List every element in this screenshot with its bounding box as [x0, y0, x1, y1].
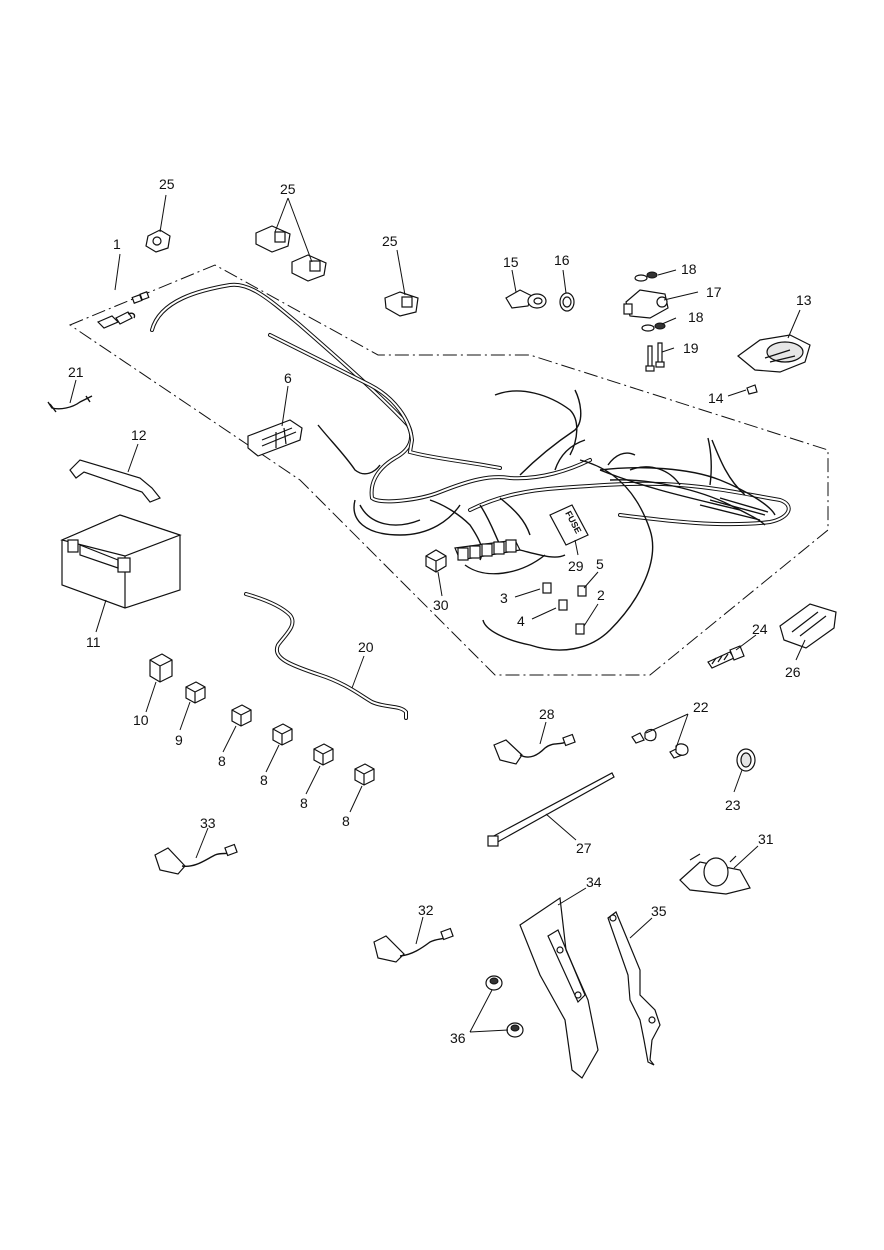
sensor-15: [505, 289, 547, 309]
callout-27: 27: [576, 840, 592, 856]
screw-14: [746, 384, 758, 395]
connector-25-b: [255, 225, 291, 253]
callout-24: 24: [752, 621, 768, 637]
callout-18-a: 18: [681, 261, 697, 277]
callout-16: 16: [554, 252, 570, 268]
connector-25-a: [145, 229, 171, 253]
screws-22: [631, 728, 689, 759]
grommet-23: [736, 748, 756, 772]
callout-36: 36: [450, 1030, 466, 1046]
fuse-3: [542, 582, 552, 594]
fuse-4: [558, 599, 568, 611]
callout-12: 12: [131, 427, 147, 443]
relay-8-a: [231, 704, 252, 727]
callout-28: 28: [539, 706, 555, 722]
clip-31: [679, 853, 751, 895]
sensor-cable-33: [154, 843, 238, 875]
relay-8-c: [313, 743, 334, 766]
washer-18-b: [641, 322, 666, 332]
bolts-19: [645, 342, 665, 372]
callout-26: 26: [785, 664, 801, 680]
callout-22: 22: [693, 699, 709, 715]
callout-20: 20: [358, 639, 374, 655]
callout-25-c: 25: [382, 233, 398, 249]
callout-25-a: 25: [159, 176, 175, 192]
callout-29: 29: [568, 558, 584, 574]
callout-8-b: 8: [260, 772, 268, 788]
callout-33: 33: [200, 815, 216, 831]
bracket-35: [607, 911, 661, 1066]
sensor-cable-32: [373, 927, 454, 963]
callout-8-c: 8: [300, 795, 308, 811]
washer-18-a: [634, 271, 658, 282]
callout-13: 13: [796, 292, 812, 308]
callout-5: 5: [596, 556, 604, 572]
cable-21: [47, 395, 93, 413]
battery-11: [60, 514, 182, 609]
relay-8-d: [354, 763, 375, 786]
callout-9: 9: [175, 732, 183, 748]
callout-34: 34: [586, 874, 602, 890]
sensor-17: [623, 289, 669, 319]
battery-strap-12: [69, 459, 161, 503]
callout-25-b: 25: [280, 181, 296, 197]
callout-17: 17: [706, 284, 722, 300]
grommets-36: [485, 975, 524, 1038]
relay-30: [425, 549, 447, 573]
fuse-holder-6: [247, 419, 303, 457]
callout-32: 32: [418, 902, 434, 918]
fuse-5: [577, 585, 587, 597]
cover-34: [519, 896, 599, 1079]
harness-assembly-outline: [68, 264, 829, 676]
callout-18-b: 18: [688, 309, 704, 325]
fuse-holder-block: [454, 539, 546, 575]
sensor-cable-28: [493, 733, 576, 765]
callout-8-d: 8: [342, 813, 350, 829]
callout-10: 10: [133, 712, 149, 728]
relay-9: [185, 681, 206, 704]
horn-13: [737, 334, 811, 373]
callout-30: 30: [433, 597, 449, 613]
callout-35: 35: [651, 903, 667, 919]
main-wiring-harness: [150, 282, 791, 651]
callout-1: 1: [113, 236, 121, 252]
callout-21: 21: [68, 364, 84, 380]
callout-14: 14: [708, 390, 724, 406]
relay-8-b: [272, 723, 293, 746]
callout-31: 31: [758, 831, 774, 847]
callout-15: 15: [503, 254, 519, 270]
harness-end-connectors: [96, 291, 150, 329]
leader-lines: [69, 194, 806, 1033]
screw-24: [707, 645, 745, 669]
callout-2: 2: [597, 587, 605, 603]
callout-8-a: 8: [218, 753, 226, 769]
callout-6: 6: [284, 370, 292, 386]
relay-10: [149, 653, 173, 683]
fuse-box: FUSE: [549, 504, 589, 546]
callout-11: 11: [86, 634, 101, 650]
connector-25-c: [291, 254, 327, 282]
cable-tie-27: [487, 772, 615, 847]
callout-19: 19: [683, 340, 699, 356]
cable-20: [244, 592, 408, 720]
fuse-2: [575, 623, 585, 635]
callout-3: 3: [500, 590, 508, 606]
o-ring-16: [559, 292, 575, 312]
callout-labels: 1 2 3 4 5 6 8 8 8 8 9 10 11 12 13 14 15 …: [68, 176, 812, 1046]
callout-4: 4: [517, 613, 525, 629]
callout-23: 23: [725, 797, 741, 813]
bracket-26: [779, 603, 837, 649]
connector-25-d: [384, 291, 419, 317]
